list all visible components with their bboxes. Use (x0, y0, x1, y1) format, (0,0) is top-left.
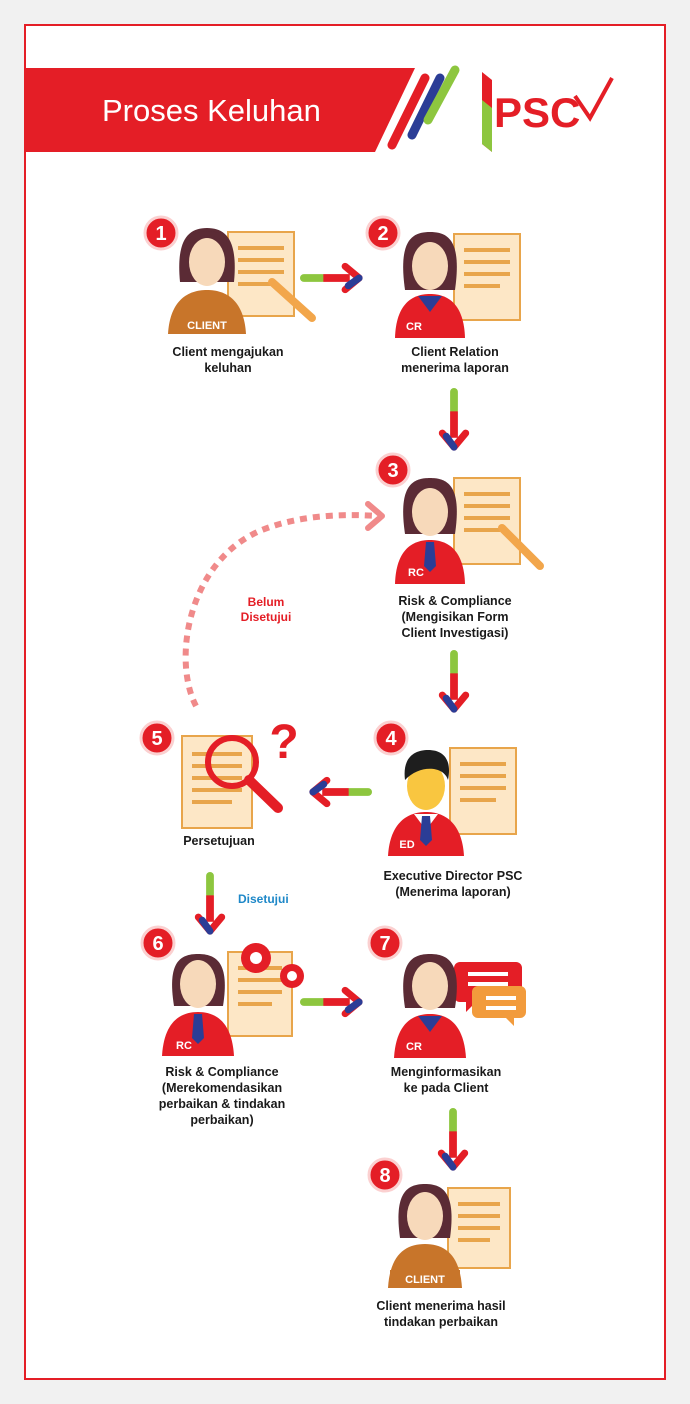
step-6-number: 6 (152, 933, 163, 955)
step-7: CR 7 Menginformasikan ke pada Client (367, 925, 526, 1095)
check-icon (573, 77, 614, 122)
tie-icon (420, 816, 432, 846)
step-2-number: 2 (377, 223, 388, 245)
person-cr-icon: CR (394, 954, 466, 1058)
step-7-number: 7 (379, 933, 390, 955)
document-icon (453, 477, 544, 570)
pencil-icon (268, 278, 316, 322)
magnifier-icon (205, 735, 283, 813)
step-6-badge: RC (176, 1040, 192, 1052)
document-icon (227, 231, 316, 322)
step-3-label-line-2: (Mengisikan Form (402, 610, 509, 624)
step-2-label-line-1: Client Relation (411, 345, 499, 359)
step-4-label-line-2: (Menerima laporan) (395, 885, 510, 899)
document-icon (447, 1187, 511, 1269)
document-icon (453, 233, 521, 321)
step-1-number-circle (143, 215, 179, 251)
step-5: ? 5 Persetujuan (139, 716, 299, 848)
step-8: CLIENT 8 Client menerima hasil tindakan p… (367, 1157, 511, 1329)
step-6-label-line-1: Risk & Compliance (165, 1065, 278, 1079)
rejected-note-line-2: Disetujui (241, 610, 292, 624)
psc-logo: PSC (482, 72, 614, 152)
step-1: CLIENT 1 Client mengajukan keluhan (143, 215, 316, 375)
step-3-number: 3 (387, 460, 398, 482)
person-rc-icon: RC (395, 478, 465, 584)
step-3-label-line-1: Risk & Compliance (398, 594, 511, 608)
step-7-badge: CR (406, 1041, 422, 1053)
step-8-label-line-2: tindakan perbaikan (384, 1315, 498, 1329)
tie-icon (192, 1014, 204, 1044)
header-banner: Proses Keluhan (26, 65, 460, 152)
rejected-note-line-1: Belum (248, 595, 285, 609)
person-ed-icon: ED (388, 750, 464, 856)
step-4-badge: ED (399, 839, 414, 851)
page-title: Proses Keluhan (102, 93, 321, 128)
approved-note: Disetujui (238, 892, 289, 906)
step-2-label-line-2: menerima laporan (401, 361, 509, 375)
svg-text:Executive Director PSC(Menerim: Executive Director PSC (Menerima laporan) (384, 869, 523, 899)
document-icon (449, 747, 517, 835)
step-1-label-line-2: keluhan (204, 361, 251, 375)
step-7-label-line-2: ke pada Client (404, 1081, 490, 1095)
person-cr-icon: CR (395, 232, 465, 338)
step-6: RC 6 Risk & Compliance (Merekomendasikan p… (140, 925, 304, 1127)
pencil-icon (498, 524, 544, 570)
rejected-loop-path (182, 512, 379, 708)
step-5-number: 5 (151, 728, 162, 750)
person-rc-icon: RC (162, 954, 234, 1056)
person-client-icon: CLIENT (388, 1184, 462, 1288)
step-2-badge: CR (406, 321, 422, 333)
rejected-loop-arrowhead (365, 501, 385, 531)
step-8-number: 8 (379, 1165, 390, 1187)
step-6-label-line-4: perbaikan) (190, 1113, 253, 1127)
person-client-icon: CLIENT (168, 228, 246, 334)
step-8-label-line-1: Client menerima hasil (376, 1299, 505, 1313)
step-1-label-line-1: Client mengajukan (172, 345, 283, 359)
gear-icon (241, 943, 304, 988)
step-1-number: 1 (155, 223, 166, 245)
chat-bubbles-icon (454, 962, 526, 1026)
step-3-badge: RC (408, 567, 424, 579)
step-8-badge: CLIENT (405, 1274, 445, 1286)
svg-text:Risk & Compliance(Mengisikan F: Risk & Compliance (Mengisikan FormClient … (398, 594, 511, 640)
step-7-label-line-1: Menginformasikan (391, 1065, 501, 1079)
svg-text:Risk & Compliance(Merekomendas: Risk & Compliance (Merekomendasikan perbai… (159, 1065, 285, 1127)
step-4-number: 4 (385, 728, 397, 750)
step-2: CR 2 Client Relation menerima laporan (365, 215, 521, 375)
step-1-badge: CLIENT (187, 320, 227, 332)
psc-logo-text: PSC (494, 89, 580, 136)
step-4: ED 4 Executive Director PSC (Menerima lap… (373, 720, 523, 899)
step-6-label-line-3: perbaikan & tindakan (159, 1097, 285, 1111)
frame-border (24, 24, 666, 1380)
tie-icon (424, 542, 436, 572)
step-4-label-line-1: Executive Director PSC (384, 869, 523, 883)
question-mark-icon: ? (269, 716, 298, 769)
step-5-label: Persetujuan (183, 834, 255, 848)
step-6-label-line-2: (Merekomendasikan (162, 1081, 282, 1095)
step-3-label-line-3: Client Investigasi) (402, 626, 509, 640)
